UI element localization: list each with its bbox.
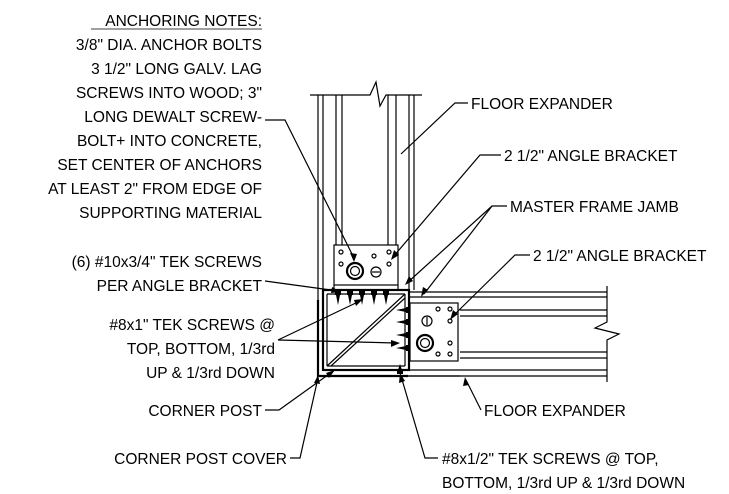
leader-tek-10 — [264, 280, 339, 292]
floor-expander-top-label: FLOOR EXPANDER — [471, 96, 613, 113]
master-frame-jamb-label: MASTER FRAME JAMB — [510, 199, 679, 216]
leader-angle-bracket-right — [451, 254, 530, 318]
angle-bracket-top — [333, 244, 399, 290]
anchor-bolt — [415, 333, 435, 353]
horizontal-floor-expander — [408, 286, 621, 382]
anchoring-note-line: BOLT+ INTO CONCRETE, — [77, 133, 262, 150]
leader-master-frame-jamb-a — [406, 205, 507, 284]
tek-10-label-line1: (6) #10x3/4" TEK SCREWS — [72, 254, 262, 271]
anchoring-note-line: SUPPORTING MATERIAL — [79, 205, 262, 222]
tek-screws-top — [335, 291, 389, 305]
anchor-bolt — [345, 261, 365, 281]
angle-bracket-top-label: 2 1/2" ANGLE BRACKET — [504, 148, 678, 165]
leader-anchoring-notes — [265, 119, 355, 259]
tek-screws-bottom — [397, 364, 403, 374]
anchoring-note-line: SET CENTER OF ANCHORS — [57, 157, 262, 174]
tek-8-label-line2: TOP, BOTTOM, 1/3rd — [127, 341, 275, 358]
leader-corner-post — [265, 371, 333, 411]
tek-half-label-line1: #8x1/2" TEK SCREWS @ TOP, — [442, 451, 659, 468]
leader-floor-expander-top — [400, 102, 468, 155]
tek-8-label-line1: #8x1" TEK SCREWS @ — [109, 317, 275, 334]
anchoring-note-line: 3/8" DIA. ANCHOR BOLTS — [76, 37, 262, 54]
anchoring-note-line: SCREWS INTO WOOD; 3" — [76, 85, 262, 102]
corner-post-cover — [316, 300, 408, 378]
leader-tek-8-a — [277, 300, 361, 341]
anchoring-note-line: LONG DEWALT SCREW- — [84, 109, 262, 126]
leader-master-frame-jamb-b — [423, 205, 493, 295]
anchoring-note-line: AT LEAST 2" FROM EDGE OF — [48, 181, 262, 198]
anchoring-note-line: 3 1/2" LONG GALV. LAG — [91, 61, 262, 78]
tek-screws-right — [396, 307, 410, 351]
leader-angle-bracket-top — [392, 154, 501, 258]
angle-bracket-right-label: 2 1/2" ANGLE BRACKET — [533, 248, 707, 265]
corner-post-cover-label: CORNER POST COVER — [114, 451, 287, 468]
corner-post-label: CORNER POST — [148, 403, 262, 420]
vertical-floor-expander — [310, 79, 422, 300]
anchoring-notes: ANCHORING NOTES: 3/8" DIA. ANCHOR BOLTS … — [48, 13, 262, 222]
angle-bracket-right — [409, 302, 459, 362]
tek-8-label-line3: UP & 1/3rd DOWN — [146, 365, 275, 382]
tek-half-label-line2: BOTTOM, 1/3rd UP & 1/3rd DOWN — [442, 475, 685, 492]
floor-expander-bottom-label: FLOOR EXPANDER — [484, 403, 626, 420]
leader-corner-post-cover — [290, 377, 319, 459]
leader-tek-8-b — [277, 339, 397, 344]
break-line-top — [310, 79, 422, 108]
leader-tek-half — [400, 375, 438, 459]
tek-10-label-line2: PER ANGLE BRACKET — [97, 278, 263, 295]
anchoring-notes-title: ANCHORING NOTES: — [105, 13, 262, 30]
break-line-right — [593, 286, 621, 382]
